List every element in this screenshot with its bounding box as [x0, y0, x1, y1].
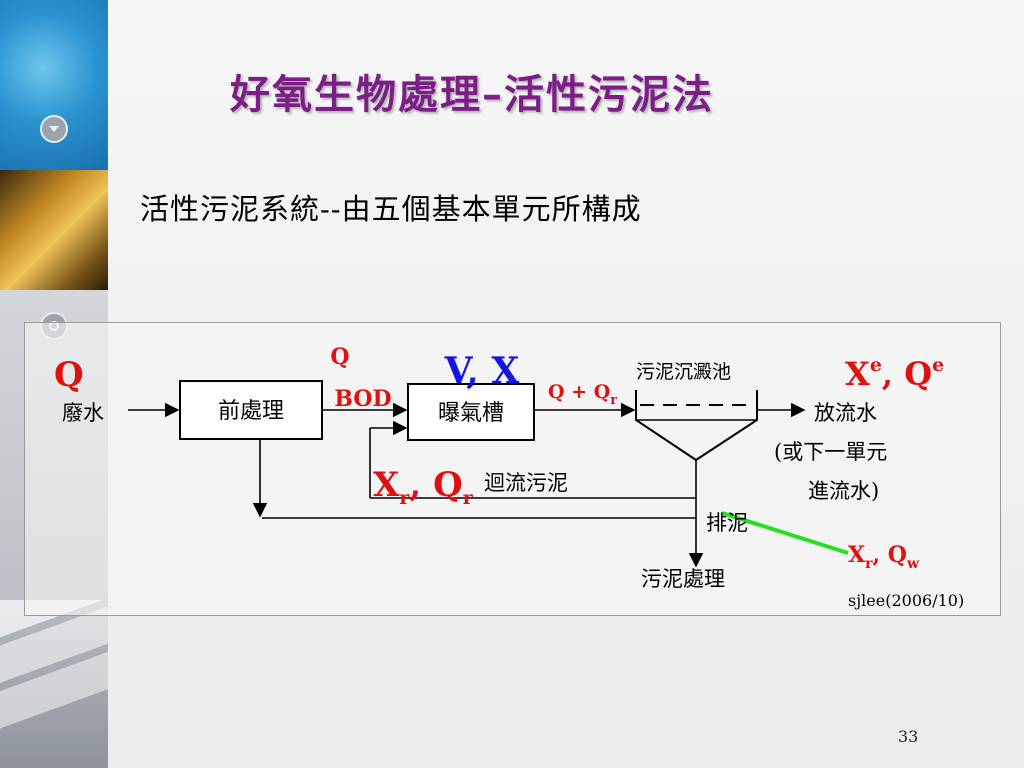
influent-q-label: Q: [330, 344, 349, 370]
inlet-flow-symbol: Q: [54, 355, 84, 395]
sludge-treatment-label: 污泥處理: [641, 567, 725, 591]
diagram-frame: [24, 322, 1001, 616]
return-sludge-variables: Xr, Qr: [373, 465, 474, 509]
credit-text: sjlee(2006/10): [848, 591, 964, 610]
effluent-label: 放流水: [814, 401, 877, 425]
waste-sludge-label: 排泥: [706, 511, 748, 535]
inlet-label: 廢水: [62, 401, 104, 425]
clarifier-label: 污泥沉澱池: [636, 361, 731, 383]
waste-sludge-variables: Xr, Qw: [848, 542, 920, 572]
influent-bod-label: BOD: [334, 386, 391, 412]
aeration-tank-label: 曝氣槽: [438, 401, 504, 426]
pretreatment-label: 前處理: [218, 399, 284, 424]
slide-subtitle: 活性污泥系統--由五個基本單元所構成: [140, 192, 642, 226]
pretreatment-box: [179, 380, 323, 440]
clarifier-shape: [635, 390, 758, 462]
page-number: 33: [898, 727, 919, 746]
aeration-variables: V, X: [444, 350, 520, 392]
slide-title: 好氧生物處理–活性污泥法: [230, 71, 714, 118]
combined-flow-label: Q + Qr: [548, 381, 617, 408]
effluent-note-line1: (或下一單元: [774, 440, 887, 464]
effluent-note-line2: 進流水): [808, 479, 879, 503]
return-sludge-label: 迴流污泥: [484, 471, 568, 495]
chevron-down-icon: [40, 115, 68, 143]
decorative-gold-panel: [0, 170, 108, 290]
aeration-tank-box: [407, 383, 535, 441]
waste-pointer-line: [721, 511, 849, 555]
effluent-variables: Xe, Qe: [845, 354, 944, 393]
decorative-keyboard-image: [0, 600, 108, 768]
